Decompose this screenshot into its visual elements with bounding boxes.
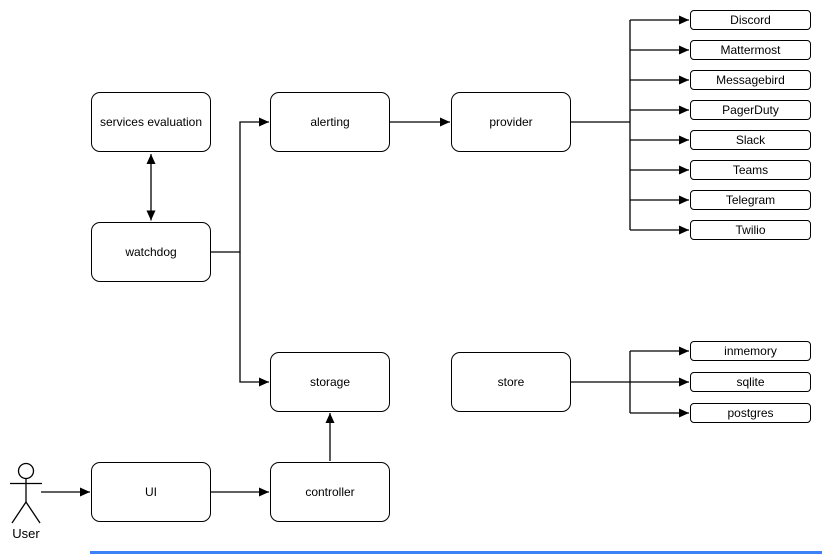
- node-postgres: postgres: [690, 403, 811, 423]
- node-messagebird: Messagebird: [690, 70, 811, 90]
- node-teams-label: Teams: [732, 163, 769, 177]
- node-discord: Discord: [690, 10, 811, 30]
- node-postgres-label: postgres: [727, 406, 774, 420]
- node-inmemory: inmemory: [690, 341, 811, 361]
- edge-watchdog-alerting: [211, 117, 269, 253]
- node-telegram-label: Telegram: [725, 193, 776, 207]
- user-actor-label: User: [12, 526, 40, 541]
- node-twilio-label: Twilio: [735, 223, 766, 237]
- node-pagerduty: PagerDuty: [690, 100, 811, 120]
- node-sqlite-label: sqlite: [736, 375, 765, 389]
- node-ui-label: UI: [145, 485, 157, 499]
- node-alerting-label: alerting: [310, 115, 350, 129]
- node-mattermost: Mattermost: [690, 40, 811, 60]
- node-sqlite: sqlite: [690, 372, 811, 392]
- node-store-label: store: [497, 375, 525, 389]
- node-discord-label: Discord: [730, 13, 771, 27]
- node-pagerduty-label: PagerDuty: [722, 103, 779, 117]
- node-mattermost-label: Mattermost: [720, 43, 781, 57]
- node-controller-label: controller: [305, 485, 355, 499]
- node-store: store: [451, 352, 571, 412]
- node-storage: storage: [270, 352, 390, 412]
- node-inmemory-label: inmemory: [724, 344, 777, 358]
- node-watchdog-label: watchdog: [125, 245, 177, 259]
- node-provider: provider: [451, 92, 571, 152]
- user-actor-icon: [10, 462, 42, 524]
- node-twilio: Twilio: [690, 220, 811, 240]
- node-controller: controller: [270, 462, 390, 522]
- node-slack: Slack: [690, 130, 811, 150]
- node-messagebird-label: Messagebird: [716, 73, 785, 87]
- node-slack-label: Slack: [735, 133, 766, 147]
- node-provider-label: provider: [489, 115, 533, 129]
- node-watchdog: watchdog: [91, 222, 211, 282]
- node-storage-label: storage: [309, 375, 351, 389]
- bottom-accent-bar: [90, 551, 822, 554]
- node-teams: Teams: [690, 160, 811, 180]
- node-ui: UI: [91, 462, 211, 522]
- node-services-evaluation: services evaluation: [91, 92, 211, 152]
- edge-watchdog-storage: [239, 252, 269, 387]
- node-alerting: alerting: [270, 92, 390, 152]
- node-telegram: Telegram: [690, 190, 811, 210]
- node-services-evaluation-label: services evaluation: [99, 115, 203, 129]
